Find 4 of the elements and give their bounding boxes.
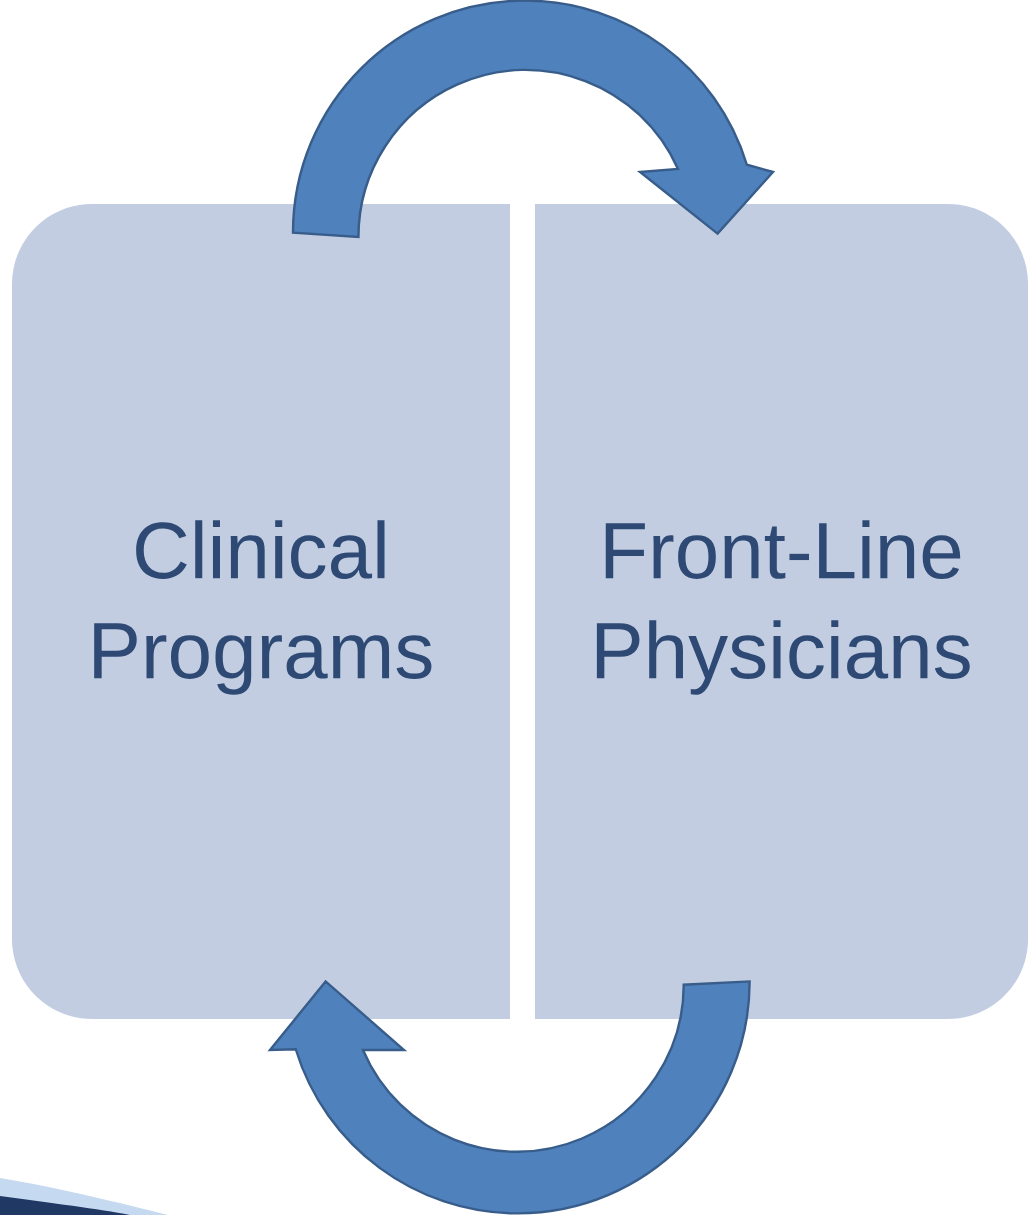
program-box: Clinical Programs [12, 204, 510, 1019]
curved-arrow [268, 980, 751, 1215]
program-box: Front-Line Physicians [535, 204, 1028, 1019]
curved-arrow [291, 0, 775, 239]
